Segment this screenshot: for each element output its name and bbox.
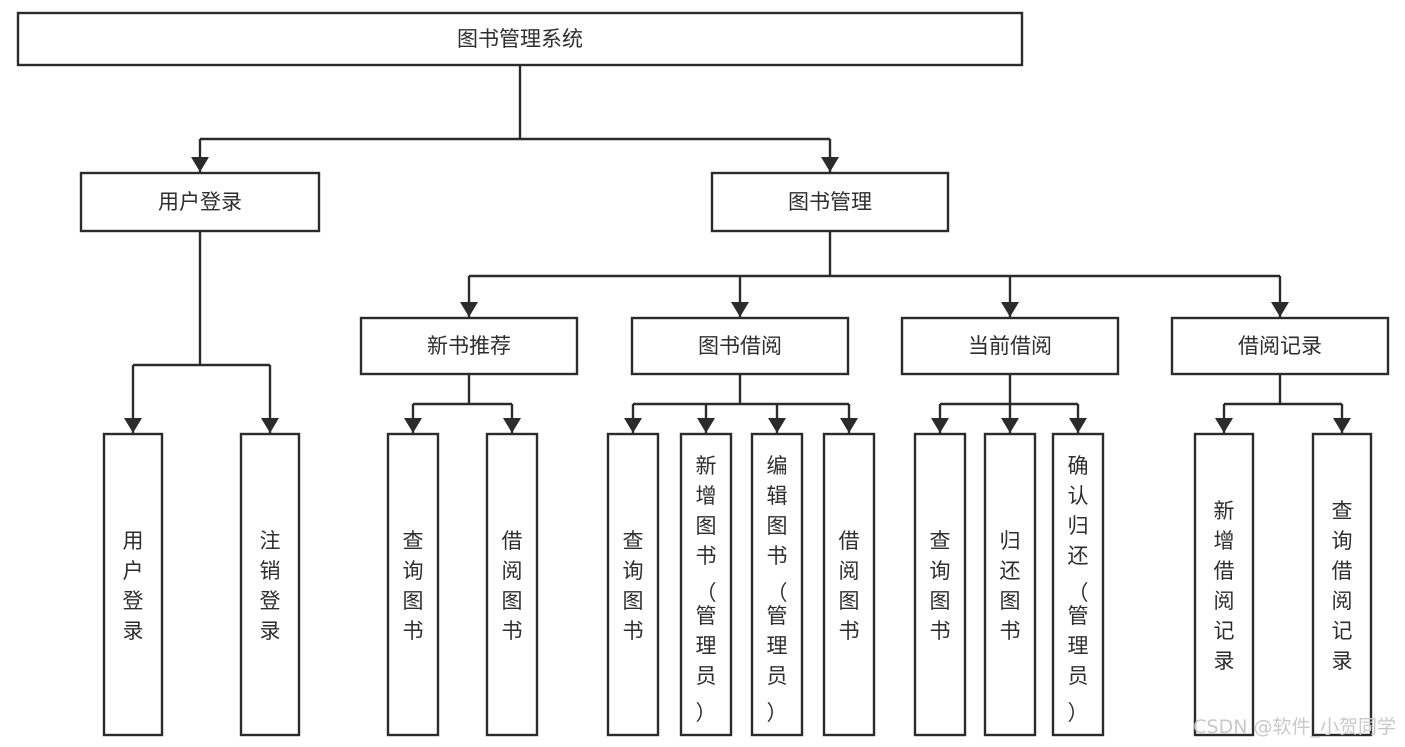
arrow-head-icon — [191, 157, 209, 172]
node-leaf-user-login[interactable]: 用户登录 — [102, 432, 164, 737]
node-label: 借阅记录 — [1238, 334, 1322, 358]
arrow-head-icon — [503, 418, 521, 433]
arrow-head-icon — [931, 418, 949, 433]
node-new-book-rec[interactable]: 新书推荐 — [359, 316, 579, 376]
node-leaf-query-book-rec[interactable]: 查询图书 — [386, 432, 440, 737]
node-root[interactable]: 图书管理系统 — [16, 11, 1024, 67]
arrow-head-icon — [840, 418, 858, 433]
node-label: 借阅图书 — [502, 529, 523, 643]
node-box — [710, 171, 950, 233]
node-box — [1170, 316, 1390, 376]
node-label: 借阅图书 — [839, 529, 860, 643]
node-box — [679, 432, 733, 737]
node-leaf-query-book-cur[interactable]: 查询图书 — [913, 432, 967, 737]
node-label: 查询图书 — [930, 529, 951, 643]
arrow-head-icon — [1001, 418, 1019, 433]
node-leaf-query-record[interactable]: 查询借阅记录 — [1311, 432, 1373, 737]
node-box — [1311, 432, 1373, 737]
arrow-head-icon — [1001, 302, 1019, 317]
node-box — [386, 432, 440, 737]
arrow-head-icon — [261, 418, 279, 433]
arrow-head-icon — [1271, 302, 1289, 317]
node-label: 图书管理系统 — [457, 27, 583, 51]
arrow-head-icon — [731, 302, 749, 317]
node-box — [485, 432, 539, 737]
node-layer: 图书管理系统用户登录图书管理新书推荐图书借阅当前借阅借阅记录用户登录注销登录查询… — [16, 11, 1390, 737]
node-leaf-borrow-book[interactable]: 借阅图书 — [822, 432, 876, 737]
node-label: 确认归还（管理员） — [1068, 454, 1089, 725]
node-box — [822, 432, 876, 737]
node-box — [102, 432, 164, 737]
node-label: 图书借阅 — [698, 334, 782, 358]
arrow-head-icon — [1215, 418, 1233, 433]
arrow-head-icon — [624, 418, 642, 433]
node-label: 用户登录 — [158, 190, 242, 214]
node-label: 归还图书 — [1000, 529, 1021, 643]
node-user-login[interactable]: 用户登录 — [79, 171, 321, 233]
arrow-head-icon — [821, 157, 839, 172]
node-box — [750, 432, 804, 737]
node-label: 查询图书 — [623, 529, 644, 643]
node-current-borrow[interactable]: 当前借阅 — [900, 316, 1120, 376]
node-leaf-user-logout[interactable]: 注销登录 — [239, 432, 301, 737]
node-leaf-add-record[interactable]: 新增借阅记录 — [1193, 432, 1255, 737]
node-leaf-edit-book[interactable]: 编辑图书（管理员） — [750, 432, 804, 737]
arrow-head-icon — [768, 418, 786, 433]
node-label: 编辑图书（管理员） — [767, 454, 788, 725]
arrow-head-icon — [124, 418, 142, 433]
node-box — [1051, 432, 1105, 737]
node-box — [16, 11, 1024, 67]
node-label: 用户登录 — [123, 529, 144, 643]
node-leaf-confirm-return[interactable]: 确认归还（管理员） — [1051, 432, 1105, 737]
arrow-head-icon — [460, 302, 478, 317]
arrow-head-icon — [1333, 418, 1351, 433]
node-box — [606, 432, 660, 737]
node-box — [983, 432, 1037, 737]
node-label: 图书管理 — [788, 190, 872, 214]
node-book-manage[interactable]: 图书管理 — [710, 171, 950, 233]
node-box — [239, 432, 301, 737]
node-borrow-record[interactable]: 借阅记录 — [1170, 316, 1390, 376]
node-box — [913, 432, 967, 737]
node-box — [900, 316, 1120, 376]
node-leaf-return-book[interactable]: 归还图书 — [983, 432, 1037, 737]
node-label: 新增图书（管理员） — [696, 454, 717, 725]
node-box — [1193, 432, 1255, 737]
node-label: 查询借阅记录 — [1332, 499, 1353, 673]
node-label: 新增借阅记录 — [1214, 499, 1235, 673]
node-box — [630, 316, 850, 376]
csdn-watermark: CSDN @软件_小贺同学 — [1193, 716, 1396, 738]
node-box — [79, 171, 321, 233]
node-label: 新书推荐 — [427, 334, 511, 358]
node-label: 当前借阅 — [968, 334, 1052, 358]
node-leaf-query-book-borrow[interactable]: 查询图书 — [606, 432, 660, 737]
node-leaf-add-book[interactable]: 新增图书（管理员） — [679, 432, 733, 737]
node-leaf-borrow-book-rec[interactable]: 借阅图书 — [485, 432, 539, 737]
arrow-head-icon — [697, 418, 715, 433]
connector-layer — [124, 65, 1351, 433]
arrow-head-icon — [404, 418, 422, 433]
node-book-borrow[interactable]: 图书借阅 — [630, 316, 850, 376]
node-label: 查询图书 — [403, 529, 424, 643]
node-label: 注销登录 — [260, 529, 281, 643]
node-box — [359, 316, 579, 376]
arrow-head-icon — [1069, 418, 1087, 433]
